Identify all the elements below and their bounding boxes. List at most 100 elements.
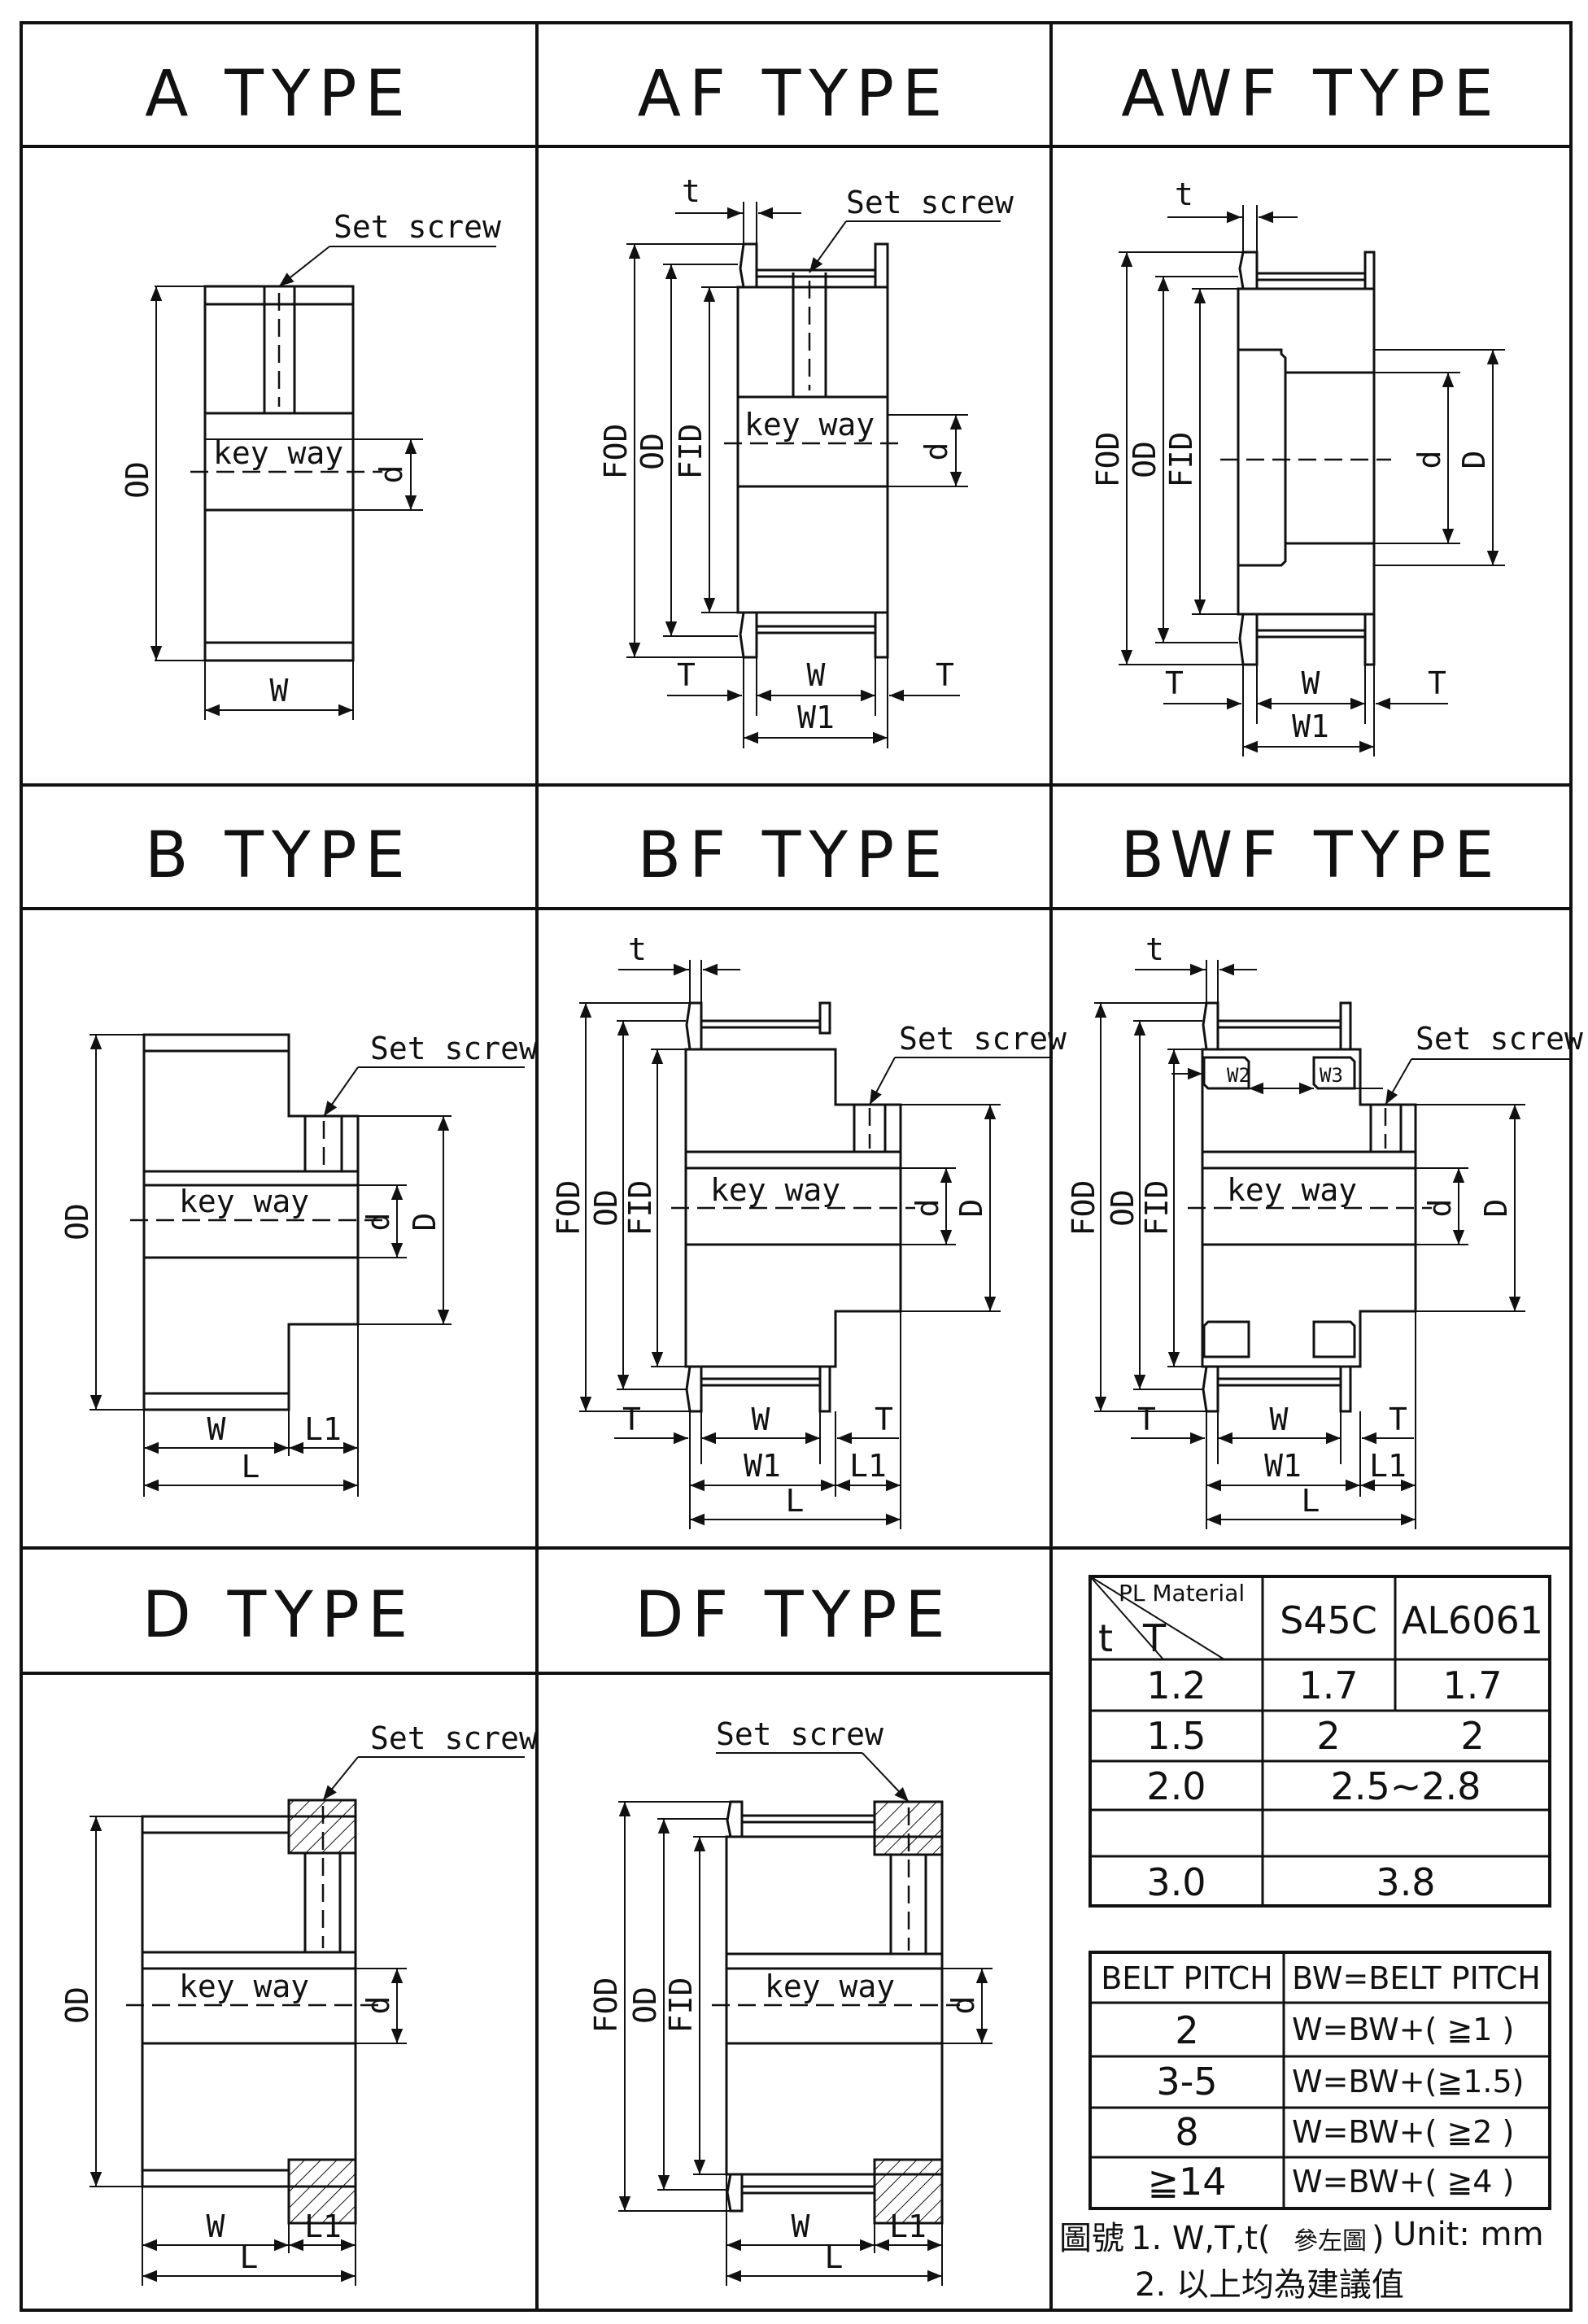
title-bf-type: BF TYPE <box>638 819 951 892</box>
notes-line-1: 1. W,T,t( <box>1131 2220 1271 2257</box>
awf-d-label: d <box>1411 451 1447 469</box>
bf-w1-label: W1 <box>744 1448 781 1484</box>
af-w1-label: W1 <box>797 700 835 735</box>
df-fid-label: FID <box>663 1977 699 2034</box>
belt-cell-w: W=BW+( ≧4 ) <box>1292 2164 1514 2200</box>
table-cell-t: 3.0 <box>1146 1860 1206 1904</box>
af-fod-label: FOD <box>598 424 634 480</box>
awf-w-label: W <box>1302 665 1320 701</box>
belt-cell-w: W=BW+( ≧2 ) <box>1292 2114 1514 2150</box>
title-awf-type: AWF TYPE <box>1121 58 1502 131</box>
awf-t-left-label: T <box>1165 665 1184 701</box>
belt-header-pitch: BELT PITCH <box>1101 1960 1273 1996</box>
bwf-l-label: L <box>1302 1483 1320 1519</box>
b-type-drawing <box>89 1033 525 1497</box>
table-header-T: T <box>1142 1616 1167 1660</box>
belt-cell-pitch: 3-5 <box>1156 2060 1217 2104</box>
bf-type-drawing <box>579 960 1049 1529</box>
bf-t-right-label: T <box>875 1402 893 1437</box>
belt-cell-pitch: ≧14 <box>1147 2160 1226 2204</box>
table-cell-s45c: 1.7 <box>1298 1663 1358 1707</box>
af-type-drawing <box>626 202 1001 748</box>
bwf-w3-label: W3 <box>1320 1064 1343 1087</box>
bf-D-label: D <box>953 1199 989 1218</box>
bwf-t-right-label: T <box>1389 1402 1407 1437</box>
af-set-screw-label: Set screw <box>846 185 1014 220</box>
table-cell-t: 2.0 <box>1146 1764 1206 1808</box>
title-df-type: DF TYPE <box>635 1579 953 1652</box>
d-l1-label: L1 <box>304 2208 342 2244</box>
belt-cell-w: W=BW+(≧1.5) <box>1292 2064 1524 2099</box>
table-cell-merged: 2.5~2.8 <box>1331 1764 1481 1808</box>
bwf-w2-label: W2 <box>1227 1064 1250 1087</box>
df-fod-label: FOD <box>588 1977 624 2034</box>
a-type-drawing <box>150 246 496 720</box>
bf-fod-label: FOD <box>551 1180 587 1236</box>
df-d-label: d <box>945 1996 981 2015</box>
awf-w1-label: W1 <box>1292 709 1329 744</box>
b-od-label: OD <box>59 1203 95 1240</box>
title-af-type: AF TYPE <box>638 58 951 131</box>
belt-header-bw: BW=BELT PITCH <box>1292 1960 1541 1996</box>
df-l-label: L <box>825 2239 844 2275</box>
title-a-type: A TYPE <box>145 58 413 131</box>
bwf-l1-label: L1 <box>1369 1448 1407 1484</box>
af-t-left-label: T <box>677 657 696 693</box>
table-cell-al6061: 1.7 <box>1442 1663 1502 1707</box>
af-t-right-label: T <box>936 657 954 693</box>
belt-cell-pitch: 8 <box>1175 2110 1198 2154</box>
bf-key-way-label: key way <box>710 1172 840 1208</box>
awf-fod-label: FOD <box>1090 432 1126 488</box>
a-set-screw-label: Set screw <box>334 209 501 245</box>
df-type-drawing <box>618 1752 992 2286</box>
table-cell-merged: 3.8 <box>1376 1860 1435 1904</box>
belt-cell-pitch: 2 <box>1175 2008 1198 2052</box>
table-header-s45c: S45C <box>1280 1598 1377 1642</box>
b-key-way-label: key way <box>179 1184 309 1219</box>
table-cell-al6061: 2 <box>1460 1714 1484 1758</box>
d-key-way-label: key way <box>179 1969 309 2004</box>
belt-pitch-table <box>1088 1951 1551 2210</box>
df-w-label: W <box>792 2208 810 2244</box>
bf-t-label: t <box>628 931 647 967</box>
a-od-label: OD <box>120 461 155 499</box>
af-fid-label: FID <box>673 424 709 480</box>
bwf-set-screw-label: Set screw <box>1416 1021 1583 1057</box>
bf-w-label: W <box>752 1402 770 1437</box>
sheet-grid <box>20 21 1573 2312</box>
df-l1-label: L1 <box>889 2208 927 2244</box>
table-cell-t: 1.5 <box>1146 1714 1206 1758</box>
notes-unit: Unit: mm <box>1393 2216 1544 2253</box>
awf-t-label: t <box>1175 177 1193 212</box>
bwf-fod-label: FOD <box>1066 1180 1102 1236</box>
d-od-label: OD <box>59 1986 95 2024</box>
material-table <box>1088 1575 1551 1908</box>
awf-D-label: D <box>1456 451 1492 469</box>
df-key-way-label: key way <box>765 1969 895 2004</box>
d-w-label: W <box>207 2208 225 2244</box>
d-l-label: L <box>240 2239 259 2275</box>
bwf-t-label: t <box>1145 931 1164 967</box>
a-w-label: W <box>270 673 289 709</box>
b-set-screw-label: Set screw <box>370 1031 538 1066</box>
table-cell-s45c: 2 <box>1316 1714 1340 1758</box>
df-od-label: OD <box>627 1986 663 2024</box>
bf-fid-label: FID <box>622 1180 658 1236</box>
b-D-label: D <box>407 1213 443 1232</box>
bwf-D-label: D <box>1478 1199 1514 1218</box>
bwf-od-label: OD <box>1105 1189 1141 1227</box>
d-d-label: d <box>360 1996 396 2015</box>
title-d-type: D TYPE <box>142 1579 416 1652</box>
af-t-label: t <box>682 173 700 209</box>
b-d-label: d <box>360 1213 396 1232</box>
awf-od-label: OD <box>1127 441 1163 478</box>
d-type-drawing <box>89 1756 525 2286</box>
table-header-t: t <box>1098 1616 1113 1660</box>
notes-label: 圖號 <box>1059 2220 1124 2257</box>
b-l1-label: L1 <box>304 1411 342 1447</box>
bwf-w1-label: W1 <box>1264 1448 1302 1484</box>
b-w-label: W <box>207 1411 226 1447</box>
a-key-way-label: key way <box>213 435 343 471</box>
